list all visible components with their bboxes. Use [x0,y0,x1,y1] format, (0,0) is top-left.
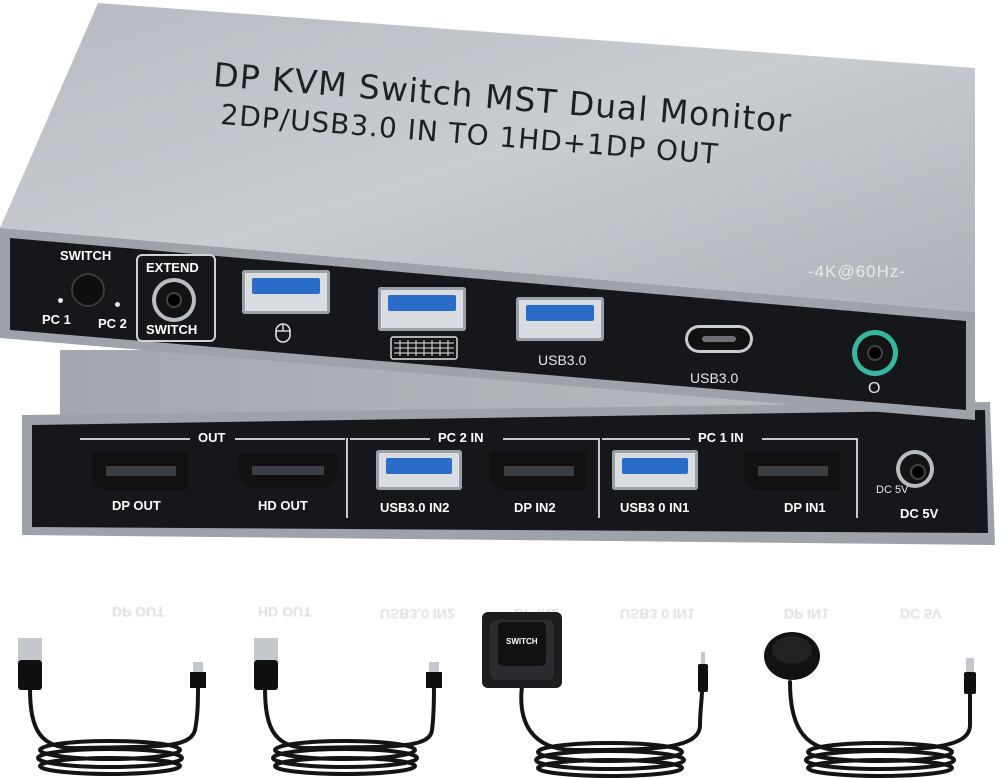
group-label-out: OUT [198,430,226,445]
usb-mouse-port[interactable] [242,270,330,314]
headphone-jack-icon[interactable] [857,335,893,371]
pc1-label: PC 1 [42,312,71,327]
divider [350,438,430,440]
extend-switch-frame [136,254,216,342]
switch-label: SWITCH [60,248,112,263]
dp-in2-label: DP IN2 [514,500,556,515]
keyboard-icon [390,336,458,360]
dp-in2-port[interactable] [490,452,586,490]
usb3-port-label: USB3.0 [538,352,587,368]
divider [598,438,600,518]
divider [762,438,857,440]
dp-in1-label: DP IN1 [784,500,826,515]
divider [602,438,690,440]
remote-switch-icon [482,612,562,688]
pc2-label: PC 2 [98,316,127,331]
divider [856,438,858,518]
front-unit-top [0,3,975,312]
pc2-led-icon [115,302,120,307]
pc-switch-button[interactable] [73,275,103,305]
divider [346,438,348,518]
headphone-symbol: O [868,380,881,397]
dc-small-label: DC 5V [876,484,909,496]
hdmi-out-port[interactable] [238,454,338,488]
usb-c-label: USB3.0 [690,370,739,386]
dc-plug-icon [964,658,976,694]
group-label-pc2-in: PC 2 IN [438,430,484,445]
extend-switch-label: SWITCH [146,322,198,337]
remote-switch-label: SWITCH [506,637,538,646]
audio-plug-icon [698,652,708,692]
remote-button-icon [764,632,820,680]
usb-in1-port[interactable] [612,450,698,490]
extend-switch-jack[interactable] [156,282,192,318]
divider [235,438,345,440]
dp-out-port[interactable] [92,452,188,490]
divider [80,438,190,440]
back-unit-top [60,350,990,420]
group-label-pc1-in: PC 1 IN [698,430,744,445]
usb-in2-port[interactable] [376,450,462,490]
accessory-cables [18,612,976,778]
usb3-port[interactable] [516,297,604,341]
usb-in1-label: USB3 0 IN1 [620,500,690,515]
usb-a-plug-icon [18,638,278,690]
divider [503,438,598,440]
dp-in1-port[interactable] [744,452,840,490]
extend-label: EXTEND [146,260,199,275]
mouse-icon [275,323,291,343]
hd-out-label: HD OUT [258,498,308,513]
pc1-led-icon [58,298,63,303]
dp-out-label: DP OUT [112,498,161,513]
resolution-label: -4K@60Hz- [808,262,907,281]
usb-in2-label: USB3.0 IN2 [380,500,450,515]
usb-keyboard-port[interactable] [378,287,466,331]
usb-b-plug-icon [190,662,442,688]
dc-label: DC 5V [900,506,939,521]
usb-c-port[interactable] [688,328,750,350]
dc-power-jack[interactable] [900,454,930,484]
